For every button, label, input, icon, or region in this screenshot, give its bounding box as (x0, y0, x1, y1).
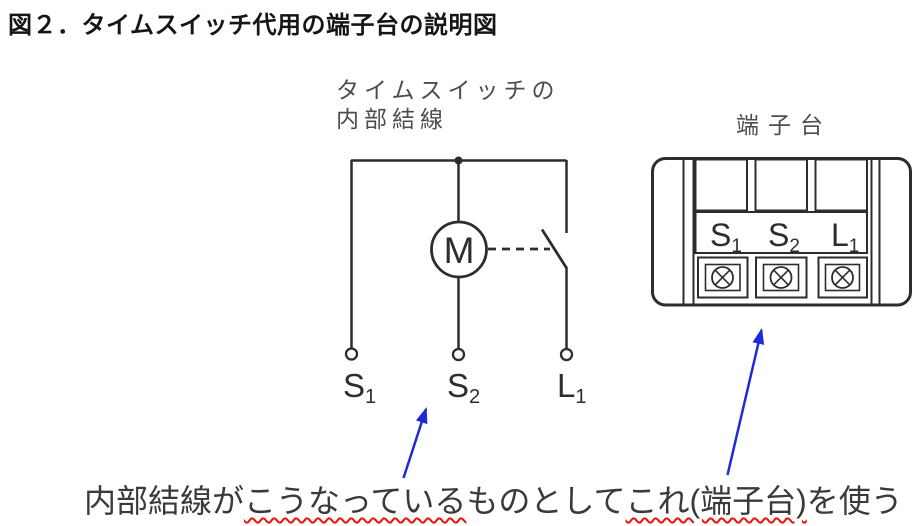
l1-terminal-circle (559, 347, 574, 362)
screw-icon-3 (831, 266, 854, 289)
s1-terminal-circle (344, 347, 359, 361)
caption-seg-5: を使う (806, 483, 903, 519)
screw-inner-2 (762, 263, 800, 292)
circuit-label-line1: タイムスイッチの (336, 78, 560, 103)
caption-seg-3: ものとして (466, 483, 626, 519)
screw-icon-1 (711, 266, 734, 289)
figure-title: 図２．タイムスイッチ代用の端子台の説明図 (8, 12, 498, 39)
motor-circle (430, 220, 488, 279)
arrow-to-terminal-block-icon (726, 328, 765, 476)
circuit-terminal-label-l1: L1 (557, 367, 586, 408)
circuit-terminal-label-s2: S2 (447, 367, 480, 408)
screw-icon-2 (769, 266, 793, 289)
screw-inner-1 (704, 263, 741, 292)
block-top-cell-2 (754, 158, 808, 212)
caption-seg-4-underlined: これ(端子台) (625, 483, 807, 519)
terminal-block-diagram: S1 S2 L1 (651, 157, 912, 307)
circuit-diagram: M S1 S2 L1 (343, 156, 586, 408)
block-terminal-label-s1: S1 (710, 217, 742, 257)
terminal-block-label: 端子台 (736, 113, 832, 138)
block-terminal-label-l1: L1 (831, 217, 859, 257)
circuit-terminal-label-s1: S1 (343, 367, 376, 408)
circuit-label-line2: 内部結線 (336, 107, 448, 132)
switch-blade (540, 228, 568, 269)
motor-letter: M (444, 230, 475, 271)
block-top-cell-1 (694, 158, 748, 212)
block-top-cell-3 (814, 158, 868, 212)
block-terminal-label-s2: S2 (768, 217, 800, 257)
caption-sentence: 内部結線がこうなっているものとしてこれ(端子台)を使う (84, 476, 903, 522)
block-label-band (694, 211, 868, 254)
screw-inner-3 (824, 263, 861, 292)
s2-terminal-circle (451, 347, 466, 362)
arrow-to-circuit-icon (402, 407, 428, 479)
caption-seg-2-underlined: こうなっている (244, 483, 467, 519)
circuit-internal-wiring-label: タイムスイッチの 内部結線 (336, 76, 560, 134)
caption-seg-1: 内部結線が (84, 483, 245, 519)
